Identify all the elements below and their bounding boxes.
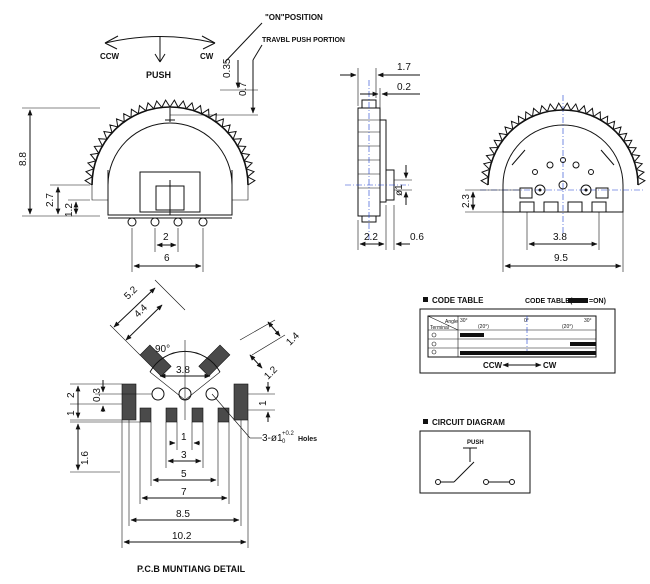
deg-30-left: 30° [460,318,468,324]
pcb-dim-1-left: 1 [66,410,77,416]
code-table-legend-left: CODE TABLE( [525,298,573,305]
circuit-diagram: CIRCUIT DIAGRAM PUSH [419,418,531,494]
dim-8-8: 8.8 [18,152,29,166]
ccw-label: CCW [100,52,120,61]
dim-0-2: 0.2 [397,82,411,93]
dim-1-7: 1.7 [397,62,411,73]
pcb-dim-1-right: 1 [258,400,269,406]
pad-2 [165,407,178,423]
pcb-dim-7: 7 [181,487,187,498]
knob-serrations [84,99,256,186]
pcb-dim-8-5: 8.5 [176,509,190,520]
dim-2-2: 2.2 [364,232,378,243]
pcb-dim-5-2: 5.2 [122,284,140,302]
deg-20-right: (20°) [562,324,573,330]
dim-phi-1: ø1 [394,184,405,196]
legend-swatch [568,298,588,303]
cw-label: CW [200,52,214,61]
on-bar-3 [460,351,596,355]
push-label: PUSH [146,70,171,80]
dim-2-7: 2.7 [45,193,56,207]
deg-30-right: 30° [584,318,592,324]
side-view: 1.7 0.2 ø1 2.2 0.6 [340,62,424,250]
deg-0: 0° [524,318,529,324]
pcb-detail: 5.2 4.4 90° 1.4 1.2 3.8 2 1 0.3 1.6 [66,279,317,574]
dim-0-7: 0.7 [238,82,249,96]
on-position-label: "ON"POSITION [265,13,323,22]
holes-word: Holes [298,436,317,443]
on-bar-1 [460,333,484,337]
dim-2-3: 2.3 [461,194,472,208]
pad-left [121,383,137,421]
pcb-dim-1-4: 1.4 [284,330,302,348]
dim-0-35: 0.35 [222,58,233,78]
pcb-dim-1-6: 1.6 [80,451,91,465]
dim-3-8: 3.8 [553,232,567,243]
code-table: CODE TABLE CODE TABLE( =ON) Angle Termin… [419,296,616,374]
pad-right [233,383,249,421]
holes-label: 3-ø1 [262,433,283,444]
push-small-label: PUSH [467,440,484,446]
bottom-view: 2.3 3.8 9.5 [461,95,645,272]
pcb-dim-3: 3 [181,450,187,461]
front-view: CCW CW PUSH "ON"POSITION TRAVBL PUSH POR… [18,13,345,272]
pcb-dim-3-8: 3.8 [176,365,190,376]
pad-top-left [139,344,172,377]
knob-body [91,106,249,227]
dim-6: 6 [164,253,170,264]
code-table-legend-right: =ON) [589,298,606,305]
hole-right [205,387,219,401]
dim-9-5: 9.5 [554,253,568,264]
ccw-direction: CCW [483,361,503,370]
rotation-arrow-icon [104,35,216,63]
pcb-dim-10-2: 10.2 [172,531,192,542]
code-table-title: CODE TABLE [432,296,484,305]
deg-20-left: (20°) [478,324,489,330]
pcb-dim-1-2: 1.2 [262,364,280,382]
pcb-dim-5: 5 [181,469,187,480]
pad-top-right [198,344,231,377]
pcb-dim-0-3: 0.3 [92,388,103,402]
angle-label: Angle [445,319,458,325]
pcb-dim-90: 90° [155,344,170,355]
holes-tol-bot: 0 [282,439,286,445]
serration-teeth [84,99,256,186]
on-bar-2 [570,342,596,346]
circuit-title: CIRCUIT DIAGRAM [432,418,505,427]
pcb-dim-1-center: 1 [181,432,187,443]
dim-2: 2 [163,232,169,243]
pcb-dim-2: 2 [66,392,77,398]
knob-serrations-right [480,102,646,186]
hole-left [151,387,165,401]
travel-push-label: TRAVBL PUSH PORTION [262,37,345,44]
pcb-title: P.C.B MUNTIANG DETAIL [137,564,246,574]
dim-1-2: 1.2 [64,203,75,217]
pad-4 [217,407,230,423]
terminal-label: Terminal [430,325,449,331]
pad-1 [139,407,152,423]
dim-0-6: 0.6 [410,232,424,243]
pcb-dim-4-4: 4.4 [132,302,150,320]
cw-direction: CW [543,361,557,370]
serration-teeth [480,102,646,186]
pad-3 [191,407,204,423]
holes-tol-top: +0.2 [282,431,295,437]
